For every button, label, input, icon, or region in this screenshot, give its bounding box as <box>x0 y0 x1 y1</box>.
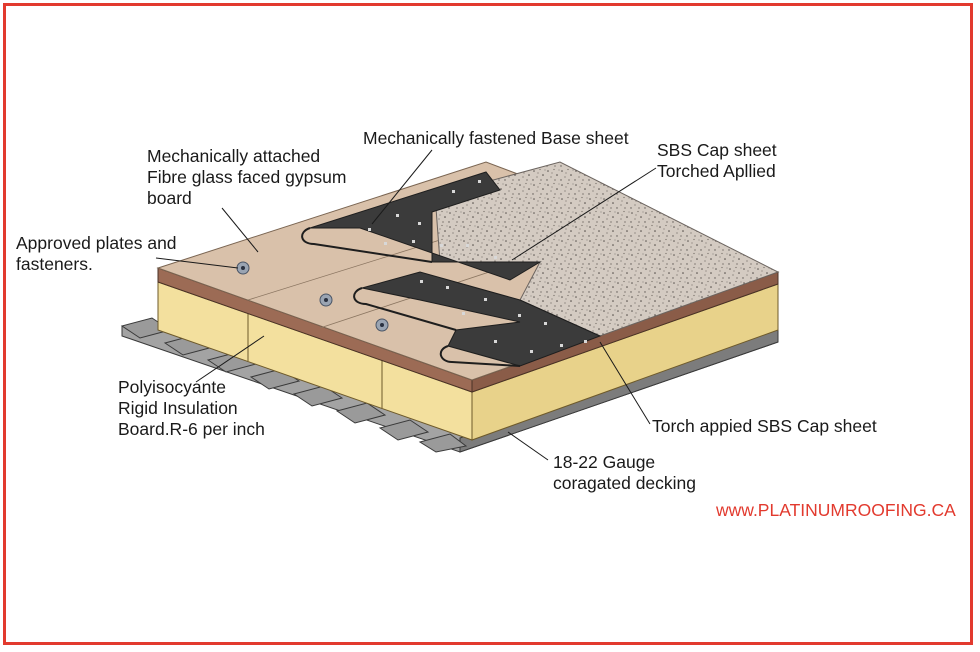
label-insulation: Polyisocyante Rigid Insulation Board.R-6… <box>118 377 265 439</box>
label-decking: 18-22 Gauge coragated decking <box>553 452 697 493</box>
label-cap-sheet-top: SBS Cap sheet Torched Apllied <box>657 140 777 181</box>
plate-fastener-icons <box>236 261 389 332</box>
diagram-frame <box>3 3 973 645</box>
label-plates-fasteners: Approved plates and fasteners. <box>16 233 177 274</box>
leader-lines <box>155 149 657 461</box>
website-url: www.PLATINUMROOFING.CA <box>716 500 956 520</box>
label-gypsum-board: Mechanically attached Fibre glass faced … <box>147 146 347 208</box>
base-sheet-membrane <box>301 171 602 367</box>
label-base-sheet: Mechanically fastened Base sheet <box>363 128 629 148</box>
label-cap-sheet-edge: Torch appied SBS Cap sheet <box>652 416 877 436</box>
